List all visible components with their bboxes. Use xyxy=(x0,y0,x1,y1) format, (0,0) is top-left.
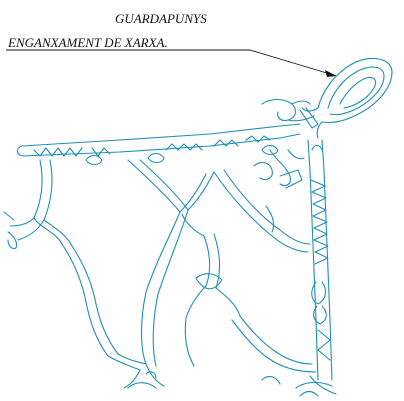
connection-scroll xyxy=(262,100,318,129)
arrow-head xyxy=(325,70,337,77)
callout-leader xyxy=(6,50,337,77)
callout-label-line1: GUARDAPUNYS xyxy=(115,11,207,26)
junction-scrolls xyxy=(254,150,304,188)
vertical-post xyxy=(308,140,332,380)
net-bars xyxy=(4,160,336,396)
top-bar xyxy=(18,124,301,165)
ironwork xyxy=(4,58,392,396)
callout-label-line2: ENGANXAMENT DE XARXA. xyxy=(7,35,168,50)
